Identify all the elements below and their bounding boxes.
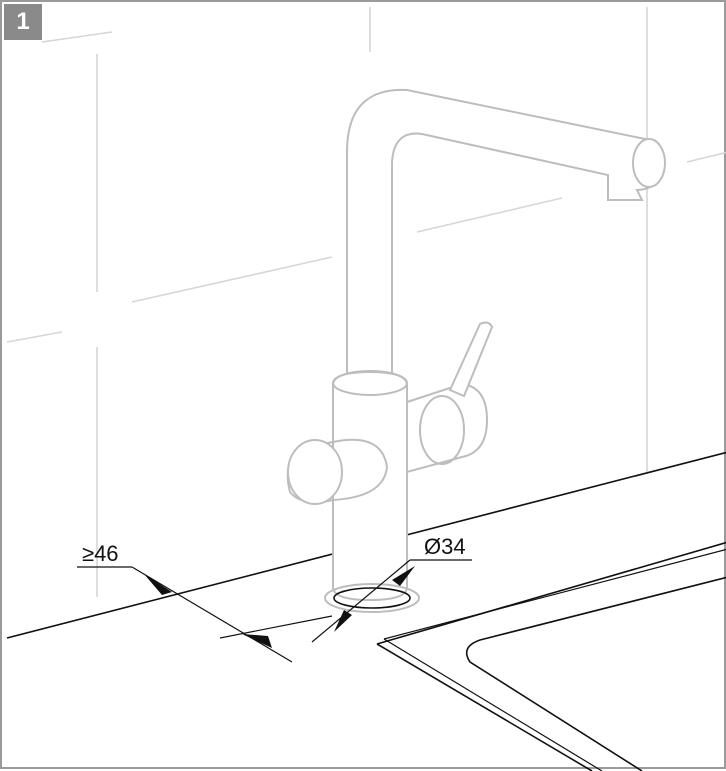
min-distance-label: ≥46: [82, 541, 119, 566]
hole-diameter-label: Ø34: [424, 534, 466, 559]
sink-basin: [376, 541, 726, 771]
faucet: [286, 88, 666, 613]
wall-tiles: [6, 7, 726, 597]
step-number-badge: 1: [4, 4, 42, 40]
hole-diameter-dimension: Ø34: [311, 534, 472, 643]
min-distance-dimension: ≥46: [77, 541, 333, 663]
mounting-hole: [333, 587, 411, 609]
